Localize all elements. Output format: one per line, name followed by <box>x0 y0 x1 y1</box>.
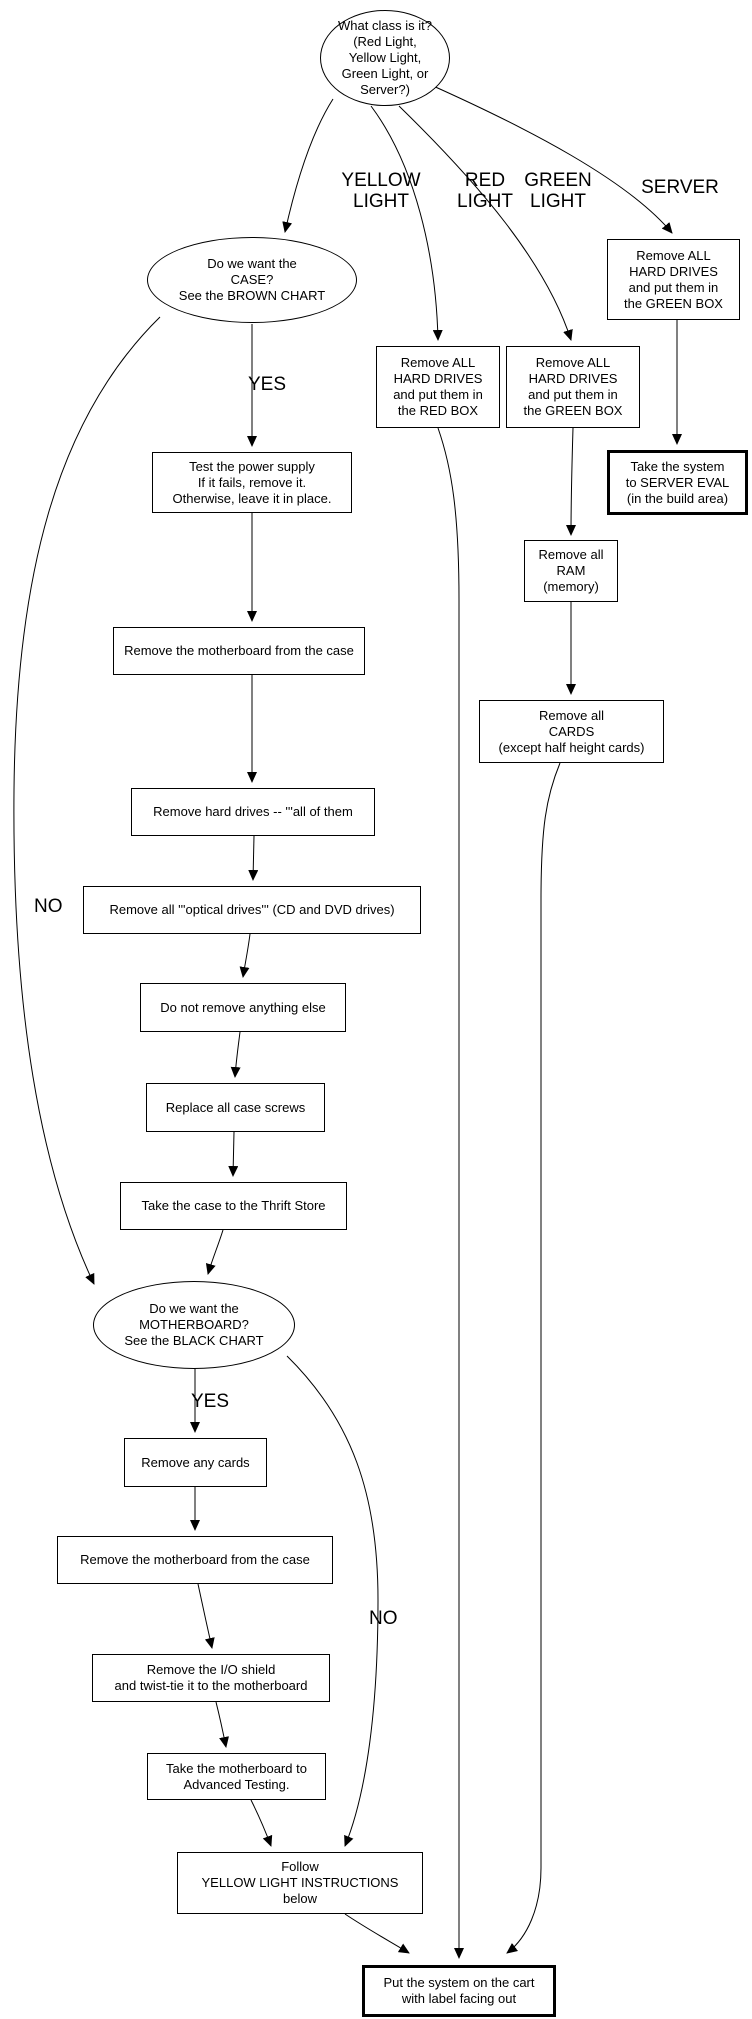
edge-follow-to-cart <box>344 1913 410 1954</box>
node-red-remove-drives: Remove ALL HARD DRIVES and put them in t… <box>376 346 500 428</box>
edge-mobo-no <box>286 1355 379 1847</box>
node-server-eval: Take the system to SERVER EVAL (in the b… <box>607 450 748 515</box>
edge-thrift-to-mobo-ellipse <box>205 1229 224 1275</box>
edge-cards-to-cart <box>506 762 561 1954</box>
node-replace-case-screws: Replace all case screws <box>146 1083 325 1132</box>
edge-label-mobo-yes: YES <box>191 1391 230 1412</box>
node-remove-io-shield: Remove the I/O shield and twist-tie it t… <box>92 1654 330 1702</box>
edge-label-yellow-light: YELLOW LIGHT <box>341 170 421 212</box>
node-want-case: Do we want the CASE? See the BROWN CHART <box>147 237 357 323</box>
node-want-motherboard: Do we want the MOTHERBOARD? See the BLAC… <box>93 1281 295 1369</box>
edge-green-to-ram <box>566 427 577 536</box>
edge-hd-to-optical <box>248 835 259 881</box>
node-remove-cards: Remove all CARDS (except half height car… <box>479 700 664 763</box>
edge-mobo2-to-io <box>197 1583 215 1649</box>
edge-io-to-adv <box>215 1701 229 1748</box>
node-remove-ram: Remove all RAM (memory) <box>524 540 618 602</box>
edge-screws-to-thrift <box>228 1131 239 1177</box>
edge-label-mobo-no: NO <box>369 1608 398 1629</box>
edge-label-red-light: RED LIGHT <box>457 170 513 212</box>
node-remove-optical-drives: Remove all '''optical drives''' (CD and … <box>83 886 421 934</box>
edge-label-server: SERVER <box>641 177 719 198</box>
edge-label-case-no: NO <box>34 896 63 917</box>
edge-adv-to-follow <box>250 1799 273 1847</box>
edge-nothing-to-screws <box>230 1031 241 1078</box>
node-put-on-cart: Put the system on the cart with label fa… <box>362 1965 556 2017</box>
node-server-remove-drives: Remove ALL HARD DRIVES and put them in t… <box>607 239 740 320</box>
edge-label-green-light: GREEN LIGHT <box>524 170 592 212</box>
node-follow-yellow-instructions: Follow YELLOW LIGHT INSTRUCTIONS below <box>177 1852 423 1914</box>
node-remove-motherboard-1: Remove the motherboard from the case <box>113 627 365 675</box>
node-remove-hard-drives: Remove hard drives -- '''all of them <box>131 788 375 836</box>
edge-class-to-red <box>370 105 443 341</box>
node-advanced-testing: Take the motherboard to Advanced Testing… <box>147 1753 326 1800</box>
node-green-remove-drives: Remove ALL HARD DRIVES and put them in t… <box>506 346 640 428</box>
edge-case-no <box>13 316 161 1285</box>
node-test-power-supply: Test the power supply If it fails, remov… <box>152 452 352 513</box>
edge-class-to-case <box>282 98 334 233</box>
node-remove-motherboard-2: Remove the motherboard from the case <box>57 1536 333 1584</box>
edge-red-to-cart <box>437 427 464 1959</box>
edge-class-to-green <box>398 105 573 341</box>
node-thrift-store: Take the case to the Thrift Store <box>120 1182 347 1230</box>
node-what-class: What class is it? (Red Light, Yellow Lig… <box>320 10 450 106</box>
edge-label-case-yes: YES <box>248 374 287 395</box>
edge-class-to-server <box>430 84 673 234</box>
node-remove-any-cards: Remove any cards <box>124 1438 267 1487</box>
node-do-not-remove-else: Do not remove anything else <box>140 983 346 1032</box>
edge-optical-to-nothing <box>239 933 251 978</box>
